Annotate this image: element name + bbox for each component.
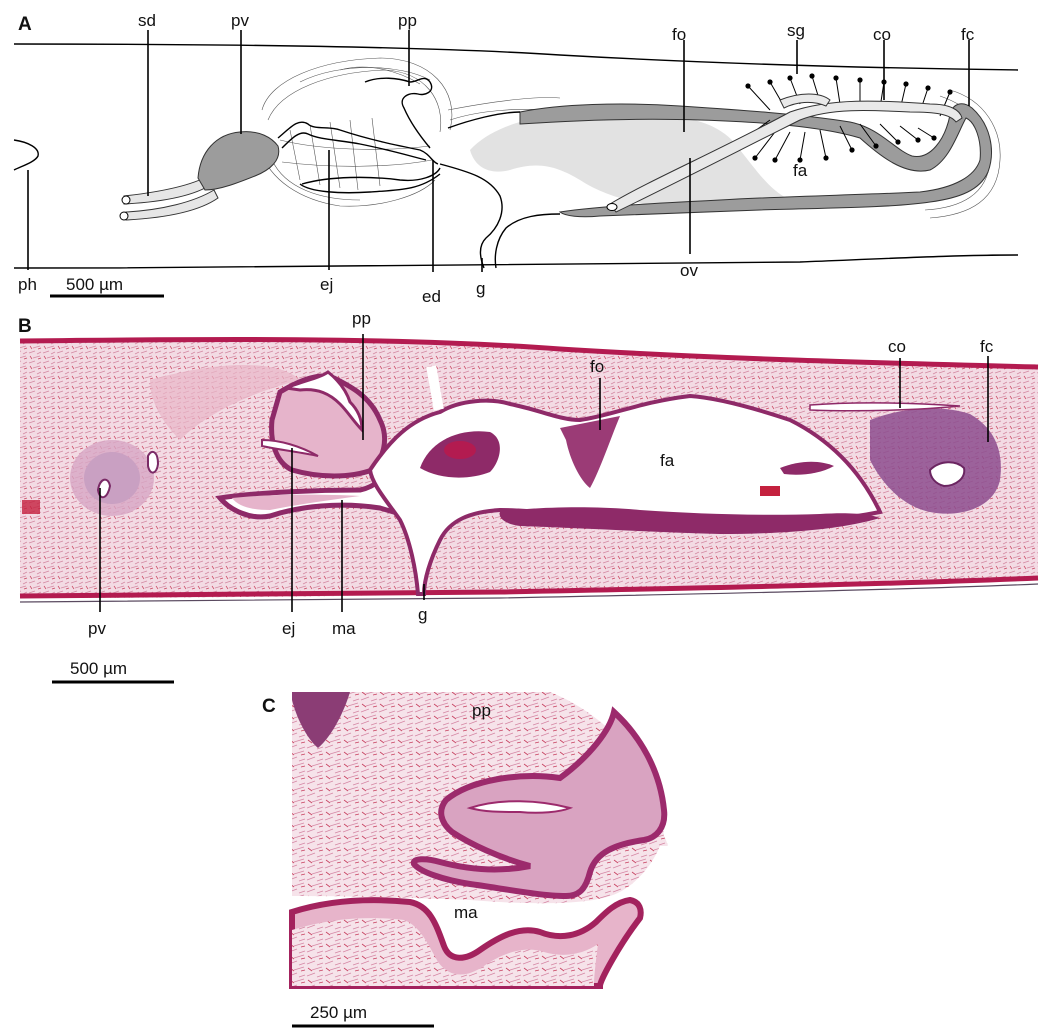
- label-a-ej: ej: [320, 275, 333, 294]
- label-b-fo: fo: [590, 357, 604, 376]
- body-outline-top: [14, 44, 1018, 70]
- label-c-pp: pp: [472, 701, 491, 720]
- panel-c: C pp ma 250 µm: [262, 692, 698, 1026]
- label-a-sg: sg: [787, 21, 805, 40]
- fold-vessel: [444, 441, 476, 459]
- label-b-pp: pp: [352, 309, 371, 328]
- panel-c-letter: C: [262, 696, 276, 717]
- label-a-pp: pp: [398, 11, 417, 30]
- scale-label-a: 500 µm: [66, 275, 123, 294]
- label-a-fo: fo: [672, 25, 686, 44]
- scale-label-b: 500 µm: [70, 659, 127, 678]
- label-b-co: co: [888, 337, 906, 356]
- panel-a-letter: A: [18, 14, 32, 35]
- prostatic-vesicle-wall: [84, 452, 140, 504]
- label-a-fc: fc: [961, 25, 975, 44]
- label-b-ej: ej: [282, 619, 295, 638]
- blood-spot-2: [760, 486, 780, 496]
- label-a-ph: ph: [18, 275, 37, 294]
- sperm-duct-end: [122, 196, 130, 204]
- panel-b-letter: B: [18, 316, 32, 337]
- male-atrium-fold-2: [300, 174, 440, 193]
- prostatic-vesicle: [198, 132, 279, 190]
- label-b-g: g: [418, 605, 427, 624]
- scale-label-c: 250 µm: [310, 1003, 367, 1022]
- sperm-duct-end-2: [120, 212, 128, 220]
- label-a-ov: ov: [680, 261, 698, 280]
- blood-spot: [22, 500, 40, 514]
- label-b-pv: pv: [88, 619, 106, 638]
- label-a-ed: ed: [422, 287, 441, 306]
- label-b-fc: fc: [980, 337, 994, 356]
- label-b-ma: ma: [332, 619, 356, 638]
- gonopore-canal-2: [495, 214, 560, 268]
- label-a-sd: sd: [138, 11, 156, 30]
- panel-a: A: [14, 11, 1018, 306]
- label-a-g: g: [476, 279, 485, 298]
- label-c-ma: ma: [454, 903, 478, 922]
- gonopore-canal: [440, 164, 502, 268]
- penis-papilla-lumen: [365, 78, 432, 148]
- pharynx-outline: [14, 140, 38, 170]
- label-a-co: co: [873, 25, 891, 44]
- label-a-fa: fa: [793, 161, 808, 180]
- panel-b: B: [18, 309, 1038, 682]
- label-b-fa: fa: [660, 451, 675, 470]
- oviduct-opening: [607, 204, 617, 211]
- body-outline-bottom: [14, 255, 1018, 268]
- pv-lumen-2: [148, 452, 158, 473]
- male-atrium-fold: [302, 168, 440, 184]
- label-a-pv: pv: [231, 11, 249, 30]
